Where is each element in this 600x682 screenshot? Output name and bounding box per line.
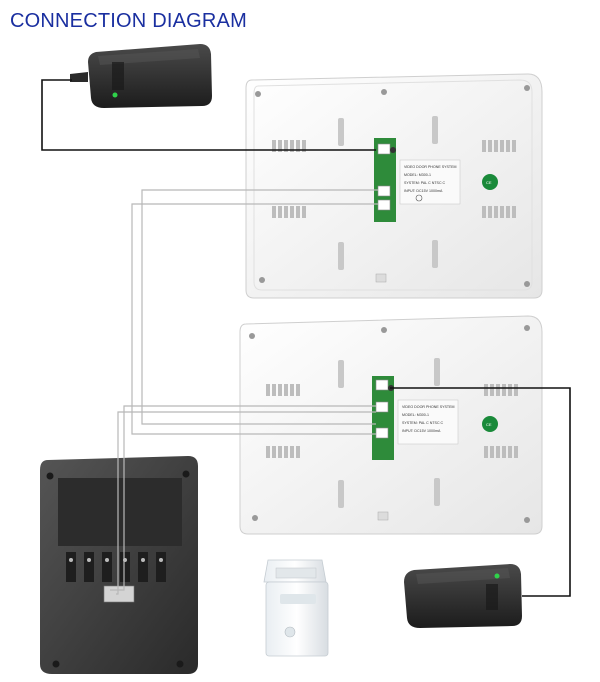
- label-line-2: MODEL: M300-1: [404, 173, 431, 177]
- electric-lock: [263, 559, 329, 657]
- outdoor-door-station: [40, 456, 198, 674]
- diagram-title: CONNECTION DIAGRAM: [10, 10, 247, 32]
- label-line-1: VIDEO DOOR PHONE SYSTEM: [402, 405, 455, 409]
- label-line-3: SYSTEM: PAL C NTSC C: [404, 181, 446, 185]
- power-led-bottom: [494, 573, 500, 579]
- compliance-badge-2: [482, 416, 498, 432]
- door-station-connector: [103, 585, 135, 603]
- label-line-4: INPUT: DC15V 1000mA: [404, 189, 443, 193]
- label-line-1: VIDEO DOOR PHONE SYSTEM: [404, 165, 457, 169]
- power-adapter-bottom: [404, 564, 522, 628]
- power-led-top: [112, 92, 118, 98]
- power-cables: [41, 79, 571, 597]
- power-adapter-top: [70, 44, 212, 108]
- monitor-label-1: [399, 159, 461, 205]
- svg-text:CE: CE: [486, 422, 492, 427]
- terminal-board-2: [372, 376, 394, 460]
- label-line-3: SYSTEM: PAL C NTSC C: [402, 421, 444, 425]
- label-line-4: INPUT: DC15V 1000mA: [402, 429, 441, 433]
- signal-cables: [110, 189, 378, 595]
- indoor-monitor-1: VIDEO DOOR PHONE SYSTEM MODEL: M300-1 SY…: [245, 73, 543, 299]
- label-line-2: MODEL: M300-1: [402, 413, 429, 417]
- monitor-label-2: [397, 399, 459, 445]
- indoor-monitor-2: VIDEO DOOR PHONE SYSTEM MODEL: M300-1 SY…: [239, 315, 543, 535]
- compliance-badge-1: [482, 174, 498, 190]
- svg-text:CE: CE: [486, 180, 492, 185]
